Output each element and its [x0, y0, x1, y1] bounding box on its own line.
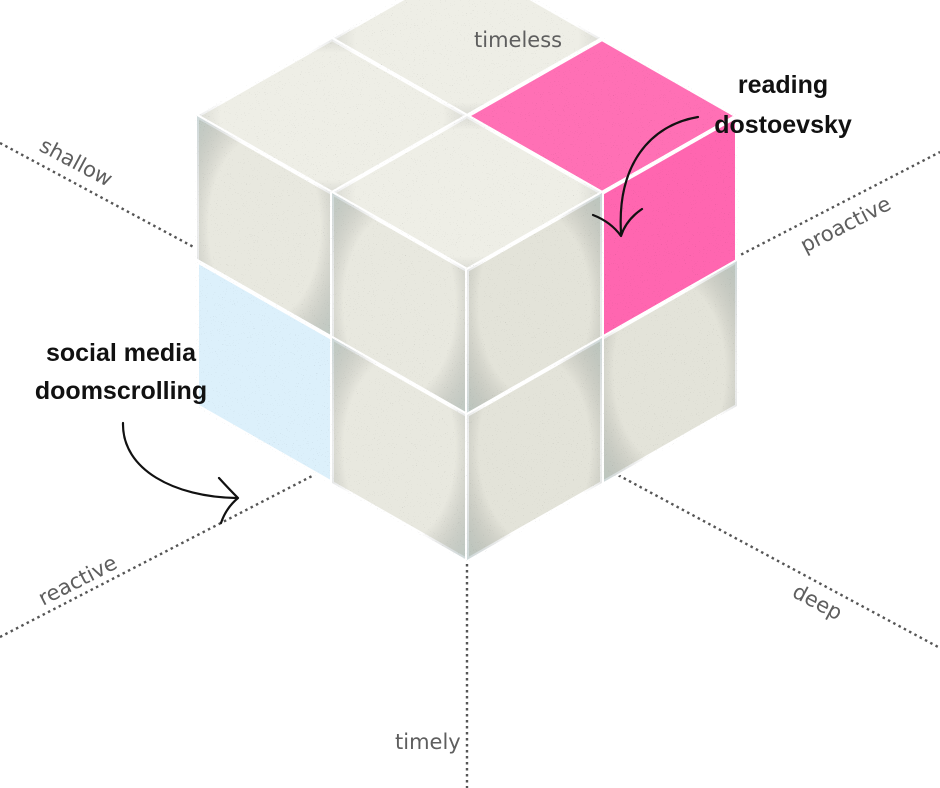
cube-right-face-shade [467, 193, 602, 415]
annotation-blue: social media doomscrolling [35, 339, 240, 525]
annotation-pink-arrowhead [591, 207, 644, 238]
cube-left-face-shade [332, 193, 467, 415]
cube-top-face-shade [332, 0, 602, 116]
annotation-pink: reading dostoevsky [591, 71, 852, 238]
annotation-blue-line2: doomscrolling [35, 377, 207, 405]
cube-right-face-shade [467, 338, 602, 560]
annotation-blue-arrowhead [217, 476, 240, 525]
cube [195, 0, 739, 562]
axis-label-proactive: proactive [796, 191, 894, 257]
axis-shallow-deep [0, 141, 940, 650]
axis-label-timely: timely [395, 730, 461, 754]
axis-label-deep: deep [789, 579, 847, 625]
axis-label-timeless: timeless [474, 28, 562, 52]
annotation-pink-line2: dostoevsky [714, 111, 852, 139]
annotation-pink-line1: reading [738, 71, 828, 99]
cube-left-face-shade [332, 338, 467, 560]
annotation-blue-line1: social media [46, 339, 197, 367]
annotation-blue-arrow [121, 421, 238, 500]
cube-right-face-shade [602, 261, 737, 483]
annotation-pink-arrow [619, 115, 700, 235]
cube-left-face-shade [197, 116, 332, 338]
